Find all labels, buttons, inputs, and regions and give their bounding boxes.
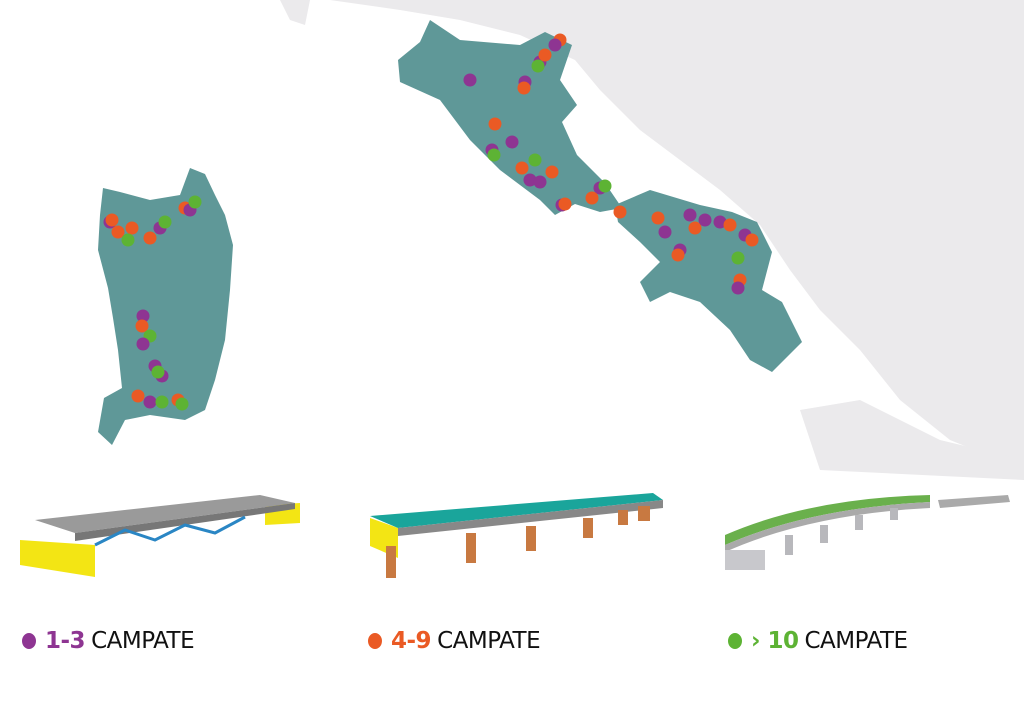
marker-4-9 [671,248,685,262]
marker-1-3 [523,173,537,187]
marker-4-9 [135,319,149,333]
legend-range: › 10 [751,628,799,654]
marker-4-9 [651,211,665,225]
marker-1-3 [731,281,745,295]
legend-range: 1-3 [45,628,86,654]
legend-item-10-plus: › 10 CAMPATE [728,628,908,654]
marker-10-plus [487,148,501,162]
marker-4-9 [517,81,531,95]
legend-label: CAMPATE [804,628,909,654]
green-dot-icon [728,633,742,649]
marker-1-3 [533,175,547,189]
marker-10-plus [155,395,169,409]
marker-4-9 [125,221,139,235]
marker-1-3 [698,213,712,227]
bridge-illustration-short [20,495,300,577]
legend-item-4-9: 4-9 CAMPATE [368,628,541,654]
marker-1-3 [136,337,150,351]
marker-4-9 [723,218,737,232]
purple-dot-icon [22,633,36,649]
legend-range: 4-9 [391,628,432,654]
marker-4-9 [585,191,599,205]
marker-1-3 [713,215,727,229]
marker-1-3 [143,395,157,409]
marker-10-plus [528,153,542,167]
region-lazio [398,20,622,215]
marker-4-9 [688,221,702,235]
marker-4-9 [488,117,502,131]
marker-4-9 [111,225,125,239]
bridge-illustration-long [725,495,1010,570]
legend-label: CAMPATE [437,628,541,654]
marker-4-9 [545,165,559,179]
marker-10-plus [531,59,545,73]
marker-4-9 [105,213,119,227]
marker-4-9 [515,161,529,175]
marker-4-9 [143,231,157,245]
orange-dot-icon [368,633,382,649]
corsica-tip [280,0,310,25]
marker-10-plus [121,233,135,247]
marker-10-plus [151,365,165,379]
marker-1-3 [505,135,519,149]
land-bottom-right [800,400,1024,480]
legend-item-1-3: 1-3 CAMPATE [22,628,195,654]
italy-landmass [330,0,1024,470]
bridge-illustration-medium [370,493,663,578]
marker-1-3 [683,208,697,222]
marker-4-9 [613,205,627,219]
marker-1-3 [136,309,150,323]
marker-4-9 [745,233,759,247]
marker-4-9 [538,48,552,62]
marker-10-plus [158,215,172,229]
marker-10-plus [188,195,202,209]
bridge-markers [103,33,759,411]
marker-10-plus [175,397,189,411]
marker-10-plus [731,251,745,265]
marker-4-9 [558,197,572,211]
marker-1-3 [548,38,562,52]
legend-label: CAMPATE [91,628,195,654]
marker-4-9 [131,389,145,403]
marker-1-3 [463,73,477,87]
marker-1-3 [658,225,672,239]
marker-10-plus [598,179,612,193]
